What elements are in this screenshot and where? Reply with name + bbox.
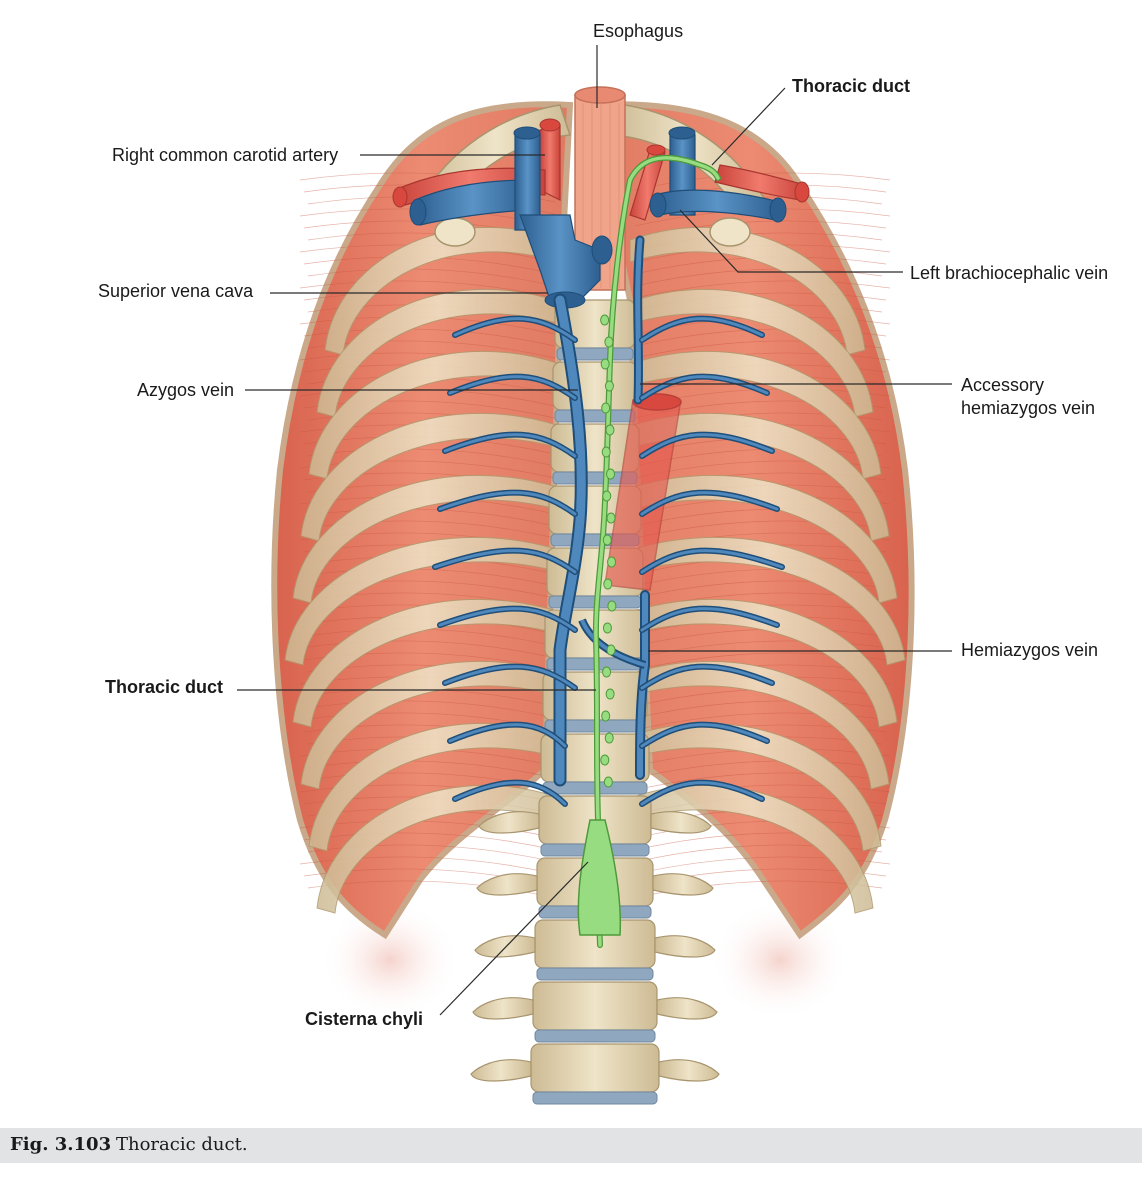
label-accessory-hemiazygos-line1: Accessory (961, 375, 1045, 395)
label-azygos-vein: Azygos vein (137, 380, 235, 400)
label-esophagus: Esophagus (593, 21, 684, 41)
label-cisterna-chyli: Cisterna chyli (305, 1009, 424, 1029)
label-superior-vena-cava: Superior vena cava (98, 281, 254, 301)
cisterna-chyli-shape (577, 819, 622, 936)
figure-caption: Fig. 3.103 Thoracic duct. (0, 1128, 1142, 1163)
label-accessory-hemiazygos-line2: hemiazygos vein (961, 398, 1096, 418)
thorax-illustration (237, 45, 952, 1105)
label-thoracic-duct-top: Thoracic duct (792, 76, 911, 96)
figure-caption-text: Thoracic duct. (116, 1134, 248, 1155)
label-thoracic-duct-left: Thoracic duct (105, 677, 224, 697)
figure-number: Fig. 3.103 (10, 1134, 112, 1155)
label-right-common-carotid: Right common carotid artery (112, 145, 339, 165)
anatomy-figure: Esophagus Thoracic duct Right common car… (98, 21, 1109, 1105)
superior-vena-cava-shape (519, 214, 601, 301)
label-hemiazygos-vein: Hemiazygos vein (961, 640, 1099, 660)
label-left-brachiocephalic: Left brachiocephalic vein (910, 263, 1109, 283)
